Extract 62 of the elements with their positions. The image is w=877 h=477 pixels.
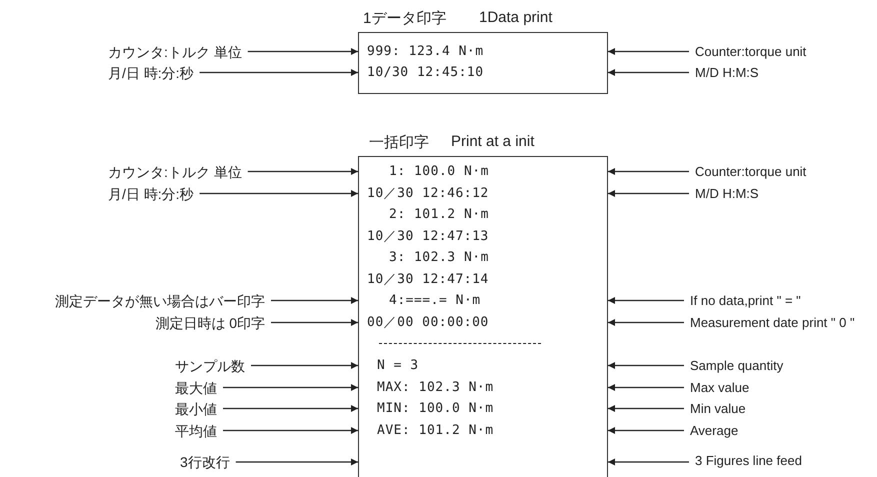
arrow bbox=[248, 48, 358, 55]
annotation: サンプル数 bbox=[175, 356, 245, 374]
annotation: Average bbox=[690, 422, 738, 440]
printout-line: MAX: 102.3 N·m bbox=[359, 377, 607, 398]
arrow bbox=[608, 69, 689, 76]
heading: 1データ印字 bbox=[363, 9, 446, 28]
annotation: 平均値 bbox=[175, 422, 217, 440]
heading: 1Data print bbox=[479, 9, 552, 26]
printout-line: MIN: 100.0 N·m bbox=[359, 398, 607, 419]
annotation: Counter:torque unit bbox=[695, 42, 806, 60]
arrow bbox=[608, 362, 684, 369]
arrow bbox=[223, 405, 358, 412]
printout-line: 10／30 12:46:12 bbox=[359, 183, 607, 204]
annotation: M/D H:M:S bbox=[695, 184, 759, 202]
arrow bbox=[236, 458, 358, 466]
printout-line: 4:===.= N·m bbox=[359, 290, 607, 311]
arrow bbox=[200, 69, 358, 76]
annotation: Sample quantity bbox=[690, 356, 784, 374]
arrow bbox=[608, 427, 684, 434]
annotation: カウンタ:トルク 単位 bbox=[108, 42, 242, 60]
heading: Print at a init bbox=[451, 133, 534, 150]
printout-line: 3: 102.3 N·m bbox=[359, 247, 607, 268]
printout-line: 10／30 12:47:14 bbox=[359, 269, 607, 290]
annotation: 月/日 時:分:秒 bbox=[108, 64, 194, 82]
annotation: 測定日時は 0印字 bbox=[155, 314, 265, 332]
printout-line: 999: 123.4 N·m bbox=[359, 41, 607, 62]
annotation: 3 Figures line feed bbox=[695, 452, 802, 470]
printout-line: 1: 100.0 N·m bbox=[359, 161, 607, 182]
annotation: Counter:torque unit bbox=[695, 162, 806, 180]
arrow bbox=[608, 48, 689, 55]
annotation: カウンタ:トルク 単位 bbox=[108, 162, 242, 180]
annotation: M/D H:M:S bbox=[695, 64, 759, 82]
arrow bbox=[248, 168, 358, 175]
arrow bbox=[608, 190, 689, 197]
annotation: 3行改行 bbox=[180, 453, 230, 471]
printout-line: AVE: 101.2 N·m bbox=[359, 420, 607, 441]
arrow bbox=[608, 384, 684, 391]
arrow bbox=[200, 190, 358, 197]
arrow bbox=[223, 427, 358, 434]
annotation: Min value bbox=[690, 400, 746, 418]
annotation: 測定データが無い場合はバー印字 bbox=[55, 292, 265, 310]
arrow bbox=[223, 384, 358, 391]
arrow bbox=[271, 297, 358, 304]
arrow bbox=[608, 405, 684, 412]
arrow bbox=[271, 319, 358, 326]
arrow bbox=[608, 458, 689, 466]
annotation: Measurement date print " 0 " bbox=[690, 314, 855, 332]
annotation: 月/日 時:分:秒 bbox=[108, 184, 194, 202]
arrow bbox=[608, 168, 689, 175]
annotation: If no data,print " = " bbox=[690, 292, 801, 310]
annotation: 最大値 bbox=[175, 378, 217, 396]
arrow bbox=[608, 297, 684, 304]
printout-line: 2: 101.2 N·m bbox=[359, 204, 607, 225]
heading: 一括印字 bbox=[369, 133, 429, 152]
arrow bbox=[608, 319, 684, 326]
arrow bbox=[251, 362, 358, 369]
printout-line: 10/30 12:45:10 bbox=[359, 62, 607, 83]
annotation: 最小値 bbox=[175, 400, 217, 418]
printout-line: N = 3 bbox=[359, 355, 607, 376]
printout-line: 10／30 12:47:13 bbox=[359, 226, 607, 247]
annotation: Max value bbox=[690, 378, 750, 396]
printout-line: 00／00 00:00:00 bbox=[359, 312, 607, 333]
